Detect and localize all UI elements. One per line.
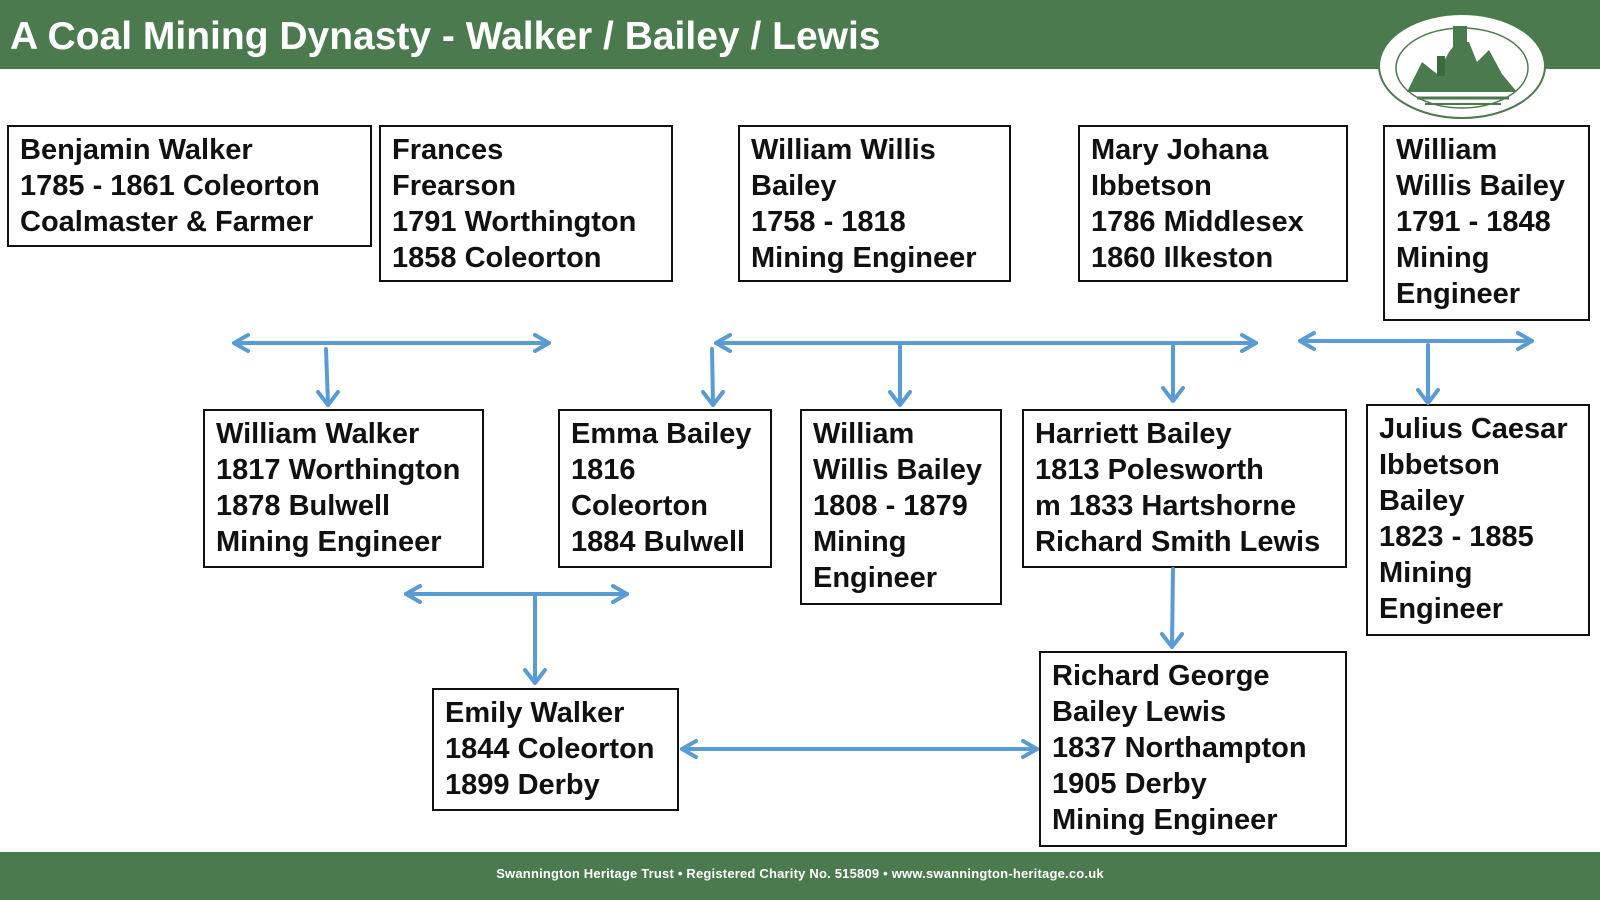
descent-arrow-to-william-willis-bailey-1808 (888, 344, 912, 407)
person-box-frances-frearson: Frances Frearson 1791 Worthington 1858 C… (379, 125, 673, 282)
person-detail: Engineer (1396, 278, 1521, 310)
person-name: Julius Caesar (1379, 413, 1568, 445)
person-name: Willis Bailey (1396, 170, 1565, 202)
marriage-arrow-walker-bailey (404, 584, 629, 604)
person-box-mary-johana-ibbetson: Mary Johana Ibbetson 1786 Middlesex 1860… (1078, 125, 1348, 282)
person-detail: Engineer (813, 562, 938, 594)
person-detail: 1844 Coleorton (445, 733, 655, 765)
descent-arrow-to-richard-george-bailey-lewis (1160, 567, 1184, 649)
person-name: William (1396, 134, 1498, 166)
person-detail: 1791 Worthington (392, 206, 637, 238)
person-name: William (813, 418, 915, 450)
marriage-arrow-william-willis-bailey-1791 (1298, 331, 1534, 351)
person-name: Ibbetson (1379, 449, 1500, 481)
person-detail: 1860 Ilkeston (1091, 242, 1274, 274)
person-detail: 1905 Derby (1052, 768, 1207, 800)
footer-bar: Swannington Heritage Trust • Registered … (0, 852, 1600, 900)
descent-arrow-to-harriett-bailey (1161, 344, 1185, 403)
person-name: Richard George (1052, 660, 1270, 692)
person-name: Ibbetson (1091, 170, 1212, 202)
person-detail: Mining Engineer (1052, 804, 1278, 836)
person-detail: 1817 Worthington (216, 454, 461, 486)
descent-arrow-to-william-walker (316, 347, 340, 407)
person-detail: m 1833 Hartshorne (1035, 490, 1297, 522)
person-name: Frances (392, 134, 504, 166)
person-name: Emma Bailey (571, 418, 752, 450)
person-detail: 1823 - 1885 (1379, 521, 1534, 553)
person-detail: Mining (1396, 242, 1490, 274)
person-name: Bailey Lewis (1052, 696, 1227, 728)
descent-arrow-to-emma-bailey (701, 347, 725, 407)
marriage-arrow-emily-walker-richard-lewis (680, 739, 1039, 759)
person-box-julius-caesar-ibbetson-bailey: Julius Caesar Ibbetson Bailey 1823 - 188… (1366, 404, 1590, 636)
footer-text: Swannington Heritage Trust • Registered … (496, 866, 1104, 881)
person-box-william-willis-bailey-1758: William Willis Bailey 1758 - 1818 Mining… (738, 125, 1011, 282)
person-name: Emily Walker (445, 697, 625, 729)
person-detail: Coalmaster & Farmer (20, 206, 314, 238)
person-detail: Mining (1379, 557, 1473, 589)
descent-arrow-to-emily-walker (523, 595, 547, 685)
person-box-harriett-bailey: Harriett Bailey 1813 Polesworth m 1833 H… (1022, 409, 1347, 568)
person-detail: 1786 Middlesex (1091, 206, 1304, 238)
person-detail: Engineer (1379, 593, 1504, 625)
person-name: William Walker (216, 418, 420, 450)
person-box-emma-bailey: Emma Bailey 1816 Coleorton 1884 Bulwell (558, 409, 772, 568)
swannington-heritage-trust-logo (1378, 13, 1546, 119)
descent-arrow-to-julius-caesar-ibbetson-bailey (1416, 343, 1440, 405)
person-box-richard-george-bailey-lewis: Richard George Bailey Lewis 1837 Northam… (1039, 651, 1347, 847)
marriage-arrow-walker-frearson (232, 333, 551, 353)
person-name: Bailey (1379, 485, 1465, 517)
page-title: A Coal Mining Dynasty - Walker / Bailey … (10, 15, 881, 58)
person-detail: 1899 Derby (445, 769, 600, 801)
person-name: Benjamin Walker (20, 134, 253, 166)
person-detail: 1758 - 1818 (751, 206, 906, 238)
person-name: Willis Bailey (813, 454, 982, 486)
person-name: Mary Johana (1091, 134, 1269, 166)
person-detail: Mining Engineer (216, 526, 442, 558)
person-name: Harriett Bailey (1035, 418, 1232, 450)
person-detail: Coleorton (571, 490, 708, 522)
person-box-benjamin-walker: Benjamin Walker 1785 - 1861 Coleorton Co… (7, 125, 372, 247)
marriage-arrow-bailey-ibbetson (714, 333, 1258, 353)
person-detail: Mining Engineer (751, 242, 977, 274)
person-detail: 1808 - 1879 (813, 490, 968, 522)
person-name: William Willis (751, 134, 936, 166)
person-box-william-willis-bailey-1808: William Willis Bailey 1808 - 1879 Mining… (800, 409, 1002, 605)
person-detail: Richard Smith Lewis (1035, 526, 1321, 558)
person-detail: 1878 Bulwell (216, 490, 391, 522)
person-detail: 1785 - 1861 Coleorton (20, 170, 320, 202)
person-box-william-willis-bailey-1791: William Willis Bailey 1791 - 1848 Mining… (1383, 125, 1590, 321)
person-detail: 1791 - 1848 (1396, 206, 1551, 238)
person-detail: Mining (813, 526, 907, 558)
person-box-william-walker: William Walker 1817 Worthington 1878 Bul… (203, 409, 484, 568)
person-detail: 1837 Northampton (1052, 732, 1307, 764)
person-detail: 1858 Coleorton (392, 242, 602, 274)
person-detail: 1884 Bulwell (571, 526, 746, 558)
person-box-emily-walker: Emily Walker 1844 Coleorton 1899 Derby (432, 688, 679, 811)
person-detail: 1816 (571, 454, 636, 486)
header-bar (0, 0, 1600, 69)
person-detail: 1813 Polesworth (1035, 454, 1264, 486)
person-name: Frearson (392, 170, 517, 202)
person-name: Bailey (751, 170, 837, 202)
